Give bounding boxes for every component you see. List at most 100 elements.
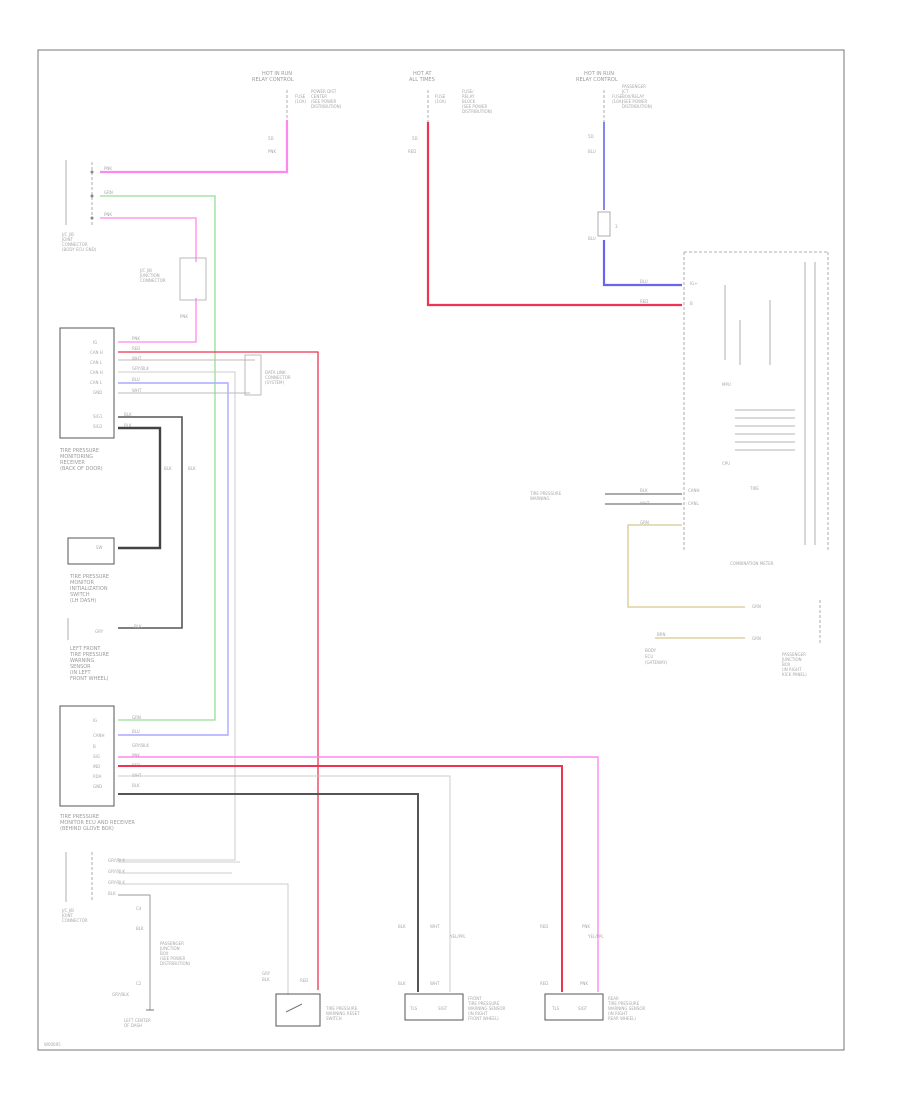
svg-text:HOT IN RUN RELAY CONTROL: HOT IN RUN RELAY CONTROL bbox=[576, 71, 618, 83]
svg-text:PNK: PNK bbox=[132, 336, 140, 341]
svg-text:SW: SW bbox=[96, 545, 103, 550]
wire-pink-upper-2 bbox=[118, 298, 197, 343]
svg-text:BLK: BLK bbox=[132, 783, 140, 788]
svg-text:JOINT: JOINT bbox=[61, 913, 74, 918]
svg-text:FUSE: FUSE bbox=[612, 94, 623, 99]
svg-text:PNK: PNK bbox=[132, 753, 140, 758]
svg-text:FRONT: FRONT bbox=[468, 996, 482, 1001]
svg-text:B: B bbox=[93, 744, 96, 749]
svg-text:IND: IND bbox=[93, 764, 100, 769]
wire-red-top bbox=[426, 122, 682, 307]
svg-text:BLU: BLU bbox=[132, 729, 140, 734]
combination-meter: IG+ B MPU CPU TIRE COMBINATION METER bbox=[683, 251, 829, 566]
svg-text:WARNING SENSOR: WARNING SENSOR bbox=[608, 1006, 646, 1011]
svg-text:(IN RIGHT: (IN RIGHT bbox=[608, 1011, 628, 1016]
svg-text:BLU: BLU bbox=[588, 236, 596, 241]
svg-text:DATA LINK: DATA LINK bbox=[265, 370, 286, 375]
svg-text:WARNING RESET: WARNING RESET bbox=[326, 1011, 360, 1016]
svg-text:TIRE PRESSURE: TIRE PRESSURE bbox=[325, 1006, 358, 1011]
fuse-left-label-line: HOT IN RUN bbox=[262, 71, 292, 77]
svg-text:POWER DIST: POWER DIST bbox=[311, 89, 337, 94]
wire-blue-top-2 bbox=[602, 240, 682, 287]
svg-text:BLK: BLK bbox=[640, 488, 648, 493]
wire-dark-2 bbox=[118, 426, 162, 550]
svg-text:GND: GND bbox=[93, 784, 102, 789]
svg-text:TIRE PRESSURE MONITORING: TIRE PRESSURE MONITORING RECEIVER (BACK … bbox=[59, 448, 103, 472]
svg-text:BLK: BLK bbox=[136, 926, 144, 931]
svg-text:FUSE/: FUSE/ bbox=[462, 89, 474, 94]
svg-text:5D: 5D bbox=[268, 136, 274, 141]
svg-text:YEL/PPL: YEL/PPL bbox=[449, 934, 466, 939]
svg-text:5D: 5D bbox=[588, 134, 594, 139]
svg-text:WARNING: WARNING bbox=[530, 496, 550, 501]
wire-red-lower bbox=[118, 765, 563, 992]
svg-text:GRN: GRN bbox=[104, 190, 113, 195]
fuse-right: HOT IN RUN RELAY CONTROL FUSE (10A) PASS… bbox=[576, 71, 653, 241]
svg-text:BLU: BLU bbox=[640, 279, 648, 284]
svg-text:BLK: BLK bbox=[398, 924, 406, 929]
svg-text:BOX/RELAY: BOX/RELAY bbox=[622, 94, 645, 99]
fuse-left-label: HOT IN RUN RELAY CONTROL bbox=[252, 71, 294, 83]
svg-text:5D: 5D bbox=[412, 136, 418, 141]
svg-text:FUSE: FUSE bbox=[295, 94, 306, 99]
svg-text:GND: GND bbox=[93, 390, 102, 395]
svg-text:C4: C4 bbox=[136, 906, 142, 911]
svg-text:JCT: JCT bbox=[621, 89, 629, 94]
joint-connector-top: PNK GRN PNK J/C J/B JOINT CONNECTOR (BOD… bbox=[61, 160, 113, 252]
svg-text:BLK: BLK bbox=[124, 423, 132, 428]
svg-text:C2: C2 bbox=[136, 981, 142, 986]
wire-pink-top bbox=[100, 120, 289, 174]
svg-text:GRY: GRY bbox=[262, 971, 271, 976]
svg-text:WARNING SENSOR: WARNING SENSOR bbox=[468, 1006, 506, 1011]
svg-text:BLU: BLU bbox=[132, 377, 140, 382]
svg-text:PNK: PNK bbox=[580, 981, 588, 986]
tpms-module-box: IG CAN H CAN L CAN H CAN L GND SIG1 SIG2… bbox=[59, 327, 115, 472]
svg-text:BLOCK: BLOCK bbox=[462, 99, 476, 104]
svg-text:BLK: BLK bbox=[188, 466, 196, 471]
svg-text:(10A): (10A) bbox=[612, 99, 623, 104]
svg-text:CONNECTOR: CONNECTOR bbox=[265, 375, 291, 380]
fuse-mid: HOT AT ALL TIMES FUSE (10A) FUSE/ RELAY … bbox=[408, 71, 493, 154]
svg-text:TIRE PRESSURE: TIRE PRESSURE bbox=[607, 1001, 640, 1006]
svg-text:SIGT: SIGT bbox=[578, 1006, 588, 1011]
svg-text:(10A): (10A) bbox=[295, 99, 306, 104]
svg-text:DISTRIBUTION): DISTRIBUTION) bbox=[160, 961, 191, 966]
svg-text:(SEE POWER: (SEE POWER bbox=[462, 104, 487, 109]
tpms-init-switch: SW TIRE PRESSURE MONITOR INITIALIZATION … bbox=[67, 537, 115, 604]
relay-small: J/C J/B JUNCTION CONNECTOR PNK bbox=[139, 257, 207, 319]
rear-sensor: RED PNK YEL/PPL RED PNK TLS SIGT REAR TI… bbox=[540, 924, 646, 1021]
svg-text:JOINT: JOINT bbox=[61, 237, 74, 242]
svg-text:CAN L: CAN L bbox=[90, 380, 103, 385]
svg-text:BLU: BLU bbox=[588, 149, 596, 154]
svg-text:RELAY: RELAY bbox=[462, 94, 475, 99]
svg-text:ECU: ECU bbox=[645, 654, 653, 659]
svg-text:CAN H: CAN H bbox=[90, 350, 103, 355]
svg-text:PNK: PNK bbox=[268, 149, 276, 154]
lower-joint-connector: GRY/BLK GRY/BLK GRY/BLK BLK J/C J/B JOIN… bbox=[61, 852, 125, 923]
svg-text:SIGT: SIGT bbox=[438, 1006, 448, 1011]
svg-text:CONNECTOR: CONNECTOR bbox=[62, 918, 88, 923]
front-sensor: BLK WHT YEL/PPL BLK WHT TLS SIGT FRONT T… bbox=[398, 924, 506, 1021]
svg-text:BLK: BLK bbox=[134, 624, 142, 629]
svg-text:BLK: BLK bbox=[124, 412, 132, 417]
svg-text:GRN: GRN bbox=[752, 636, 761, 641]
svg-text:FRONT WHEEL): FRONT WHEEL) bbox=[468, 1016, 499, 1021]
svg-text:IG: IG bbox=[93, 340, 97, 345]
svg-text:IG+: IG+ bbox=[690, 281, 698, 286]
svg-text:CANH: CANH bbox=[93, 733, 105, 738]
svg-text:SIG: SIG bbox=[93, 754, 100, 759]
svg-text:RDA: RDA bbox=[93, 774, 102, 779]
fuse-left: HOT IN RUN RELAY CONTROL FUSE (10A) POWE… bbox=[252, 71, 342, 154]
svg-text:BLK: BLK bbox=[262, 977, 270, 982]
wire-red-module bbox=[118, 351, 319, 990]
left-front-sensor: GRY BLK LEFT FRONT TIRE PRESSURE WARNING… bbox=[67, 618, 142, 682]
svg-text:PNK: PNK bbox=[104, 212, 112, 217]
svg-text:IG: IG bbox=[93, 718, 97, 723]
svg-text:GRY/BLK: GRY/BLK bbox=[108, 858, 125, 863]
svg-text:GRY/BLK: GRY/BLK bbox=[108, 880, 125, 885]
svg-text:TLS: TLS bbox=[409, 1006, 418, 1011]
svg-text:DISTRIBUTION): DISTRIBUTION) bbox=[462, 109, 493, 114]
svg-text:BOX: BOX bbox=[782, 662, 791, 667]
lower-module-box: IG CANH B SIG IND RDA GND TIRE PRESSURE … bbox=[59, 705, 135, 832]
